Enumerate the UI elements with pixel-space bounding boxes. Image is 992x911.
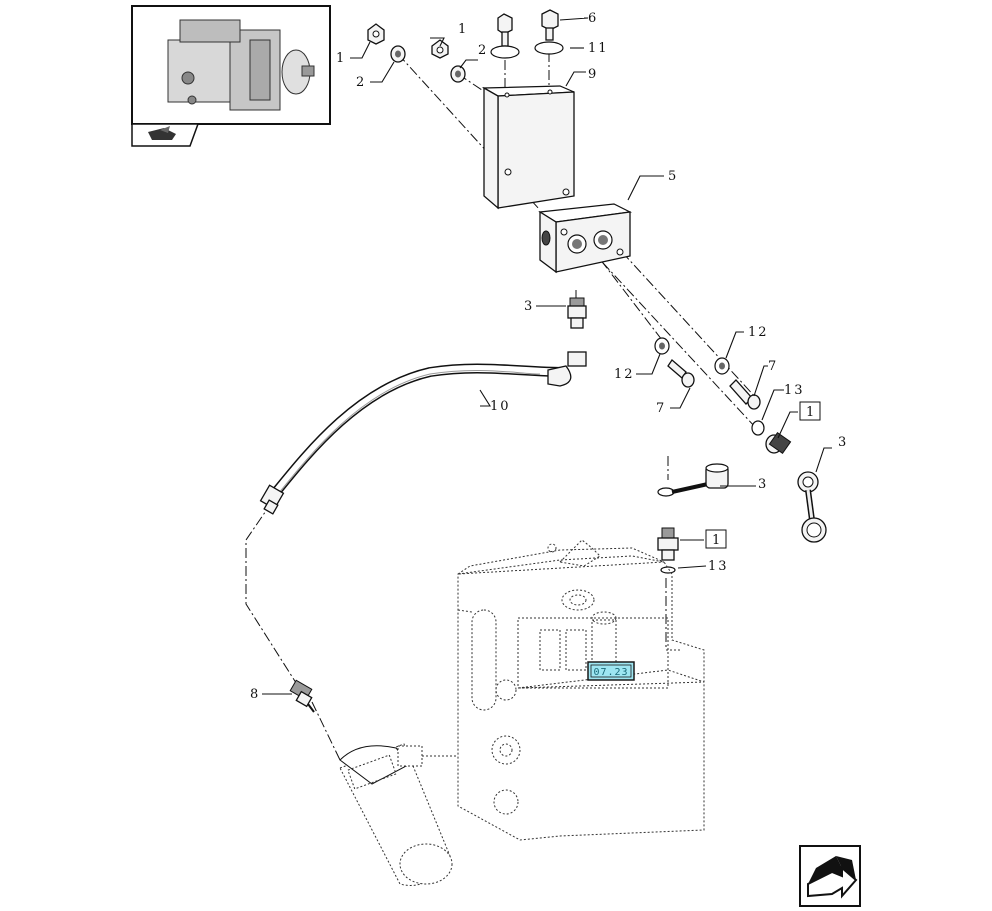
pump-assembly-thumbnail bbox=[167, 19, 315, 111]
callout-3c: 3 bbox=[838, 435, 848, 450]
washer-2a[interactable] bbox=[390, 45, 406, 63]
callout-box-1a: 1 bbox=[799, 401, 821, 421]
bolt-6a[interactable] bbox=[490, 13, 520, 59]
callout-labels: 1 2 1 2 6 11 9 5 3 12 12 7 7 13 10 1 3 3… bbox=[250, 11, 848, 702]
callout-2b: 2 bbox=[478, 43, 488, 58]
nut-1b[interactable] bbox=[431, 39, 449, 59]
bolt-7b[interactable] bbox=[729, 379, 761, 410]
hose-10[interactable] bbox=[259, 351, 587, 515]
callout-12a: 12 bbox=[748, 325, 769, 340]
banjo-fitting-3c[interactable] bbox=[797, 471, 827, 543]
callout-box-1b: 1 bbox=[705, 529, 727, 549]
washer-2b[interactable] bbox=[450, 65, 466, 83]
callout-3b: 3 bbox=[758, 477, 768, 492]
reference-tag-text: 07.23 bbox=[593, 667, 628, 678]
nut-1a[interactable] bbox=[367, 23, 385, 45]
callout-1-boxed-b: 1 bbox=[712, 533, 722, 548]
bolt-7a[interactable] bbox=[667, 359, 695, 388]
callout-10: 10 bbox=[490, 399, 511, 414]
pressure-sensor-8[interactable] bbox=[289, 679, 315, 713]
reference-tag[interactable]: 07.23 bbox=[587, 661, 635, 681]
mounting-bracket-9[interactable] bbox=[481, 85, 575, 210]
callout-12b: 12 bbox=[614, 367, 635, 382]
o-ring-13a[interactable] bbox=[751, 420, 765, 436]
filter-element bbox=[339, 743, 458, 886]
leader-lines bbox=[262, 17, 832, 695]
o-ring-13b[interactable] bbox=[660, 566, 676, 574]
callout-8: 8 bbox=[250, 687, 260, 702]
bolt-6b[interactable] bbox=[534, 9, 564, 55]
callout-13b: 13 bbox=[708, 559, 729, 574]
callout-1-boxed-a: 1 bbox=[806, 405, 816, 420]
callout-13a: 13 bbox=[784, 383, 805, 398]
callout-1a: 1 bbox=[336, 51, 346, 66]
callout-7b: 7 bbox=[656, 401, 666, 416]
adapter-fitting-3a[interactable] bbox=[567, 297, 587, 329]
callout-3a: 3 bbox=[524, 299, 534, 314]
pump-housing bbox=[456, 539, 705, 841]
washer-12a[interactable] bbox=[654, 337, 670, 355]
callout-2a: 2 bbox=[356, 75, 366, 90]
next-page-arrow-icon[interactable] bbox=[799, 845, 861, 907]
callout-1b: 1 bbox=[458, 22, 468, 37]
valve-block-5[interactable] bbox=[538, 203, 633, 274]
callout-11: 11 bbox=[588, 41, 609, 56]
washer-12b[interactable] bbox=[714, 357, 730, 375]
folder-arrow-icon[interactable] bbox=[148, 126, 176, 140]
callout-9: 9 bbox=[588, 67, 598, 82]
callout-7a: 7 bbox=[768, 359, 778, 374]
banjo-fitting-3b[interactable] bbox=[657, 463, 729, 497]
callout-6: 6 bbox=[588, 11, 598, 26]
fitting-1a[interactable] bbox=[765, 431, 792, 455]
callout-5: 5 bbox=[668, 169, 678, 184]
fitting-1b[interactable] bbox=[657, 527, 679, 561]
thumbnail-panel[interactable] bbox=[131, 5, 331, 147]
